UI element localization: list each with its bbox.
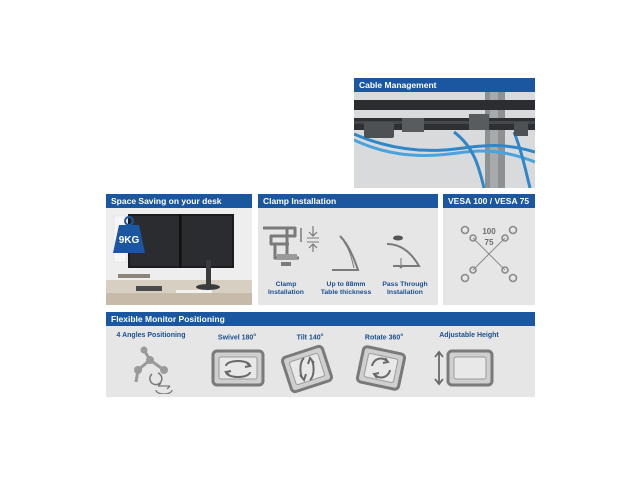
tilt-label: Tilt 140o [296, 332, 324, 342]
four-angles-label: 4 Angles Positioning [116, 332, 186, 339]
height-label: Adjustable Height [439, 332, 499, 339]
table-thickness-icon [307, 226, 319, 252]
flexible-positioning-title: Flexible Monitor Positioning [106, 312, 535, 326]
cable-management-panel: Cable Management [354, 78, 535, 188]
height-adjust-icon [434, 349, 494, 387]
weight-icon [113, 216, 145, 253]
clamp-installation-caption: Clamp Installation [268, 281, 304, 296]
pass-through-caption: Pass Through Installation [382, 281, 428, 296]
clamp-installation-title: Clamp Installation [258, 194, 438, 208]
swivel-label: Swivel 180o [217, 332, 257, 342]
vesa-75-label: 75 [484, 238, 494, 247]
vesa-pattern-icon [460, 225, 518, 283]
vesa-panel: VESA 100 / VESA 75 100 75 [443, 194, 535, 305]
tilt-icon [281, 344, 333, 394]
swivel-icon [211, 349, 265, 387]
vesa-100-label: 100 [482, 227, 496, 236]
pass-through-icon [386, 235, 421, 269]
cable-management-photo [354, 92, 535, 188]
thickness-curve-icon [332, 235, 360, 271]
clamp-installation-panel: Clamp Installation Clamp Installation Up… [258, 194, 438, 305]
cable-management-title: Cable Management [354, 78, 535, 92]
weight-badge-text: 9KG [118, 235, 140, 246]
rotate-icon [355, 345, 407, 391]
clamp-icon [263, 226, 302, 266]
arm-positions-icon [134, 346, 173, 394]
rotate-label: Rotate 360o [364, 332, 404, 342]
space-saving-panel: Space Saving on your desk 9KG [106, 194, 252, 305]
flexible-positioning-panel: Flexible Monitor Positioning 4 Angles Po… [106, 312, 535, 397]
desk-monitors-photo [106, 208, 252, 305]
space-saving-title: Space Saving on your desk [106, 194, 252, 208]
vesa-title: VESA 100 / VESA 75 [443, 194, 535, 208]
table-thickness-caption: Up to 88mm Table thickness [320, 281, 372, 296]
